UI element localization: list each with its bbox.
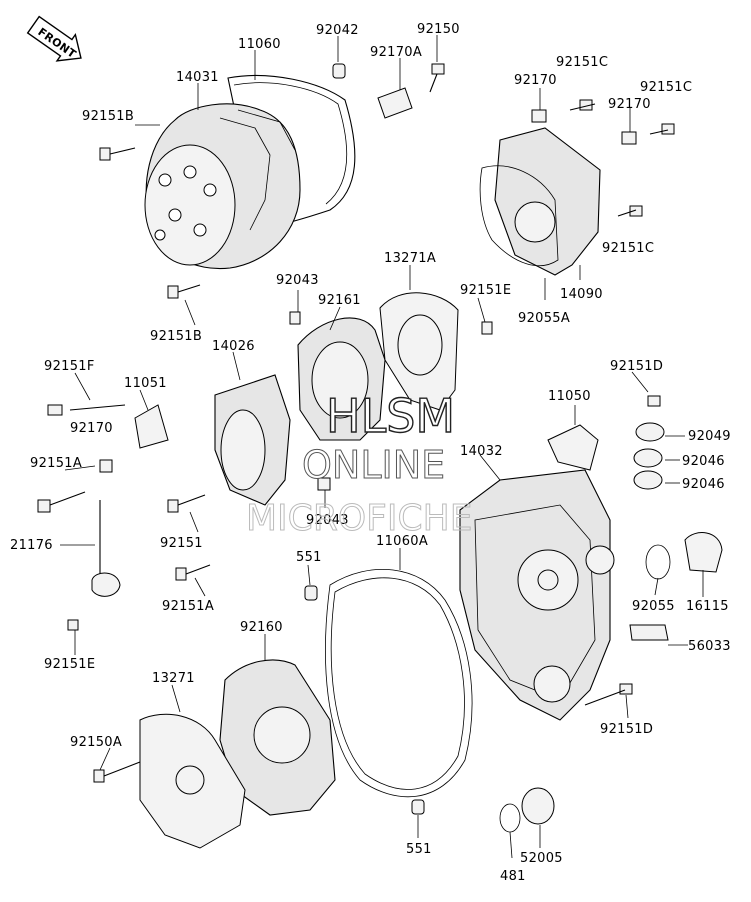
label-92151E: 92151E — [460, 283, 511, 298]
label-13271: 13271 — [152, 671, 195, 686]
label-13271A: 13271A — [384, 251, 436, 266]
label-92043: 92043 — [306, 513, 349, 528]
left-cover-drawing — [37, 374, 331, 631]
label-92151C: 92151C — [602, 241, 654, 256]
front-arrow: FRONT — [26, 15, 82, 62]
label-11060A: 11060A — [376, 534, 428, 549]
watermark-line-3: MICROFICHE — [246, 498, 472, 539]
watermark-line-2: ONLINE — [302, 443, 445, 487]
right-main-cover-drawing — [459, 395, 723, 721]
label-14031: 14031 — [176, 70, 219, 85]
label-92170: 92170 — [608, 97, 651, 112]
label-92046: 92046 — [682, 477, 725, 492]
watermark-line-1: HLSM — [326, 389, 455, 443]
label-92161: 92161 — [318, 293, 361, 308]
label-551: 551 — [406, 842, 432, 857]
label-92170: 92170 — [514, 73, 557, 88]
label-92043: 92043 — [276, 273, 319, 288]
label-92170: 92170 — [70, 421, 113, 436]
label-21176: 21176 — [10, 538, 53, 553]
leader-lines — [60, 35, 704, 859]
label-92150: 92150 — [417, 22, 460, 37]
label-14090: 14090 — [560, 287, 603, 302]
label-92151A: 92151A — [30, 456, 82, 471]
label-92049: 92049 — [688, 429, 731, 444]
label-92151D: 92151D — [600, 722, 653, 737]
label-481: 481 — [500, 869, 526, 884]
label-14032: 14032 — [460, 444, 503, 459]
label-56033: 56033 — [688, 639, 731, 654]
label-92151D: 92151D — [610, 359, 663, 374]
label-92151: 92151 — [160, 536, 203, 551]
label-11060: 11060 — [238, 37, 281, 52]
label-92151F: 92151F — [44, 359, 95, 374]
label-92170A: 92170A — [370, 45, 422, 60]
label-52005: 52005 — [520, 851, 563, 866]
label-92150A: 92150A — [70, 735, 122, 750]
label-92151A: 92151A — [162, 599, 214, 614]
label-92042: 92042 — [316, 23, 359, 38]
watermark: HLSM ONLINE MICROFICHE — [246, 388, 473, 539]
label-92160: 92160 — [240, 620, 283, 635]
generator-cover-drawing — [99, 63, 445, 299]
label-16115: 16115 — [686, 599, 729, 614]
label-14026: 14026 — [212, 339, 255, 354]
right-upper-cover-drawing — [479, 99, 675, 276]
label-92055: 92055 — [632, 599, 675, 614]
label-92151C: 92151C — [640, 80, 692, 95]
label-92151B: 92151B — [150, 329, 202, 344]
label-92055A: 92055A — [518, 311, 570, 326]
label-11050: 11050 — [548, 389, 591, 404]
label-92151E: 92151E — [44, 657, 95, 672]
label-92151C: 92151C — [556, 55, 608, 70]
label-11051: 11051 — [124, 376, 167, 391]
label-92151B: 92151B — [82, 109, 134, 124]
part-labels: 11060 92042 92150 14031 92170A 92151B 92… — [10, 22, 731, 884]
label-92046: 92046 — [682, 454, 725, 469]
label-551: 551 — [296, 550, 322, 565]
bottom-gasket-drawing — [93, 568, 555, 849]
middle-covers-drawing — [289, 292, 493, 441]
